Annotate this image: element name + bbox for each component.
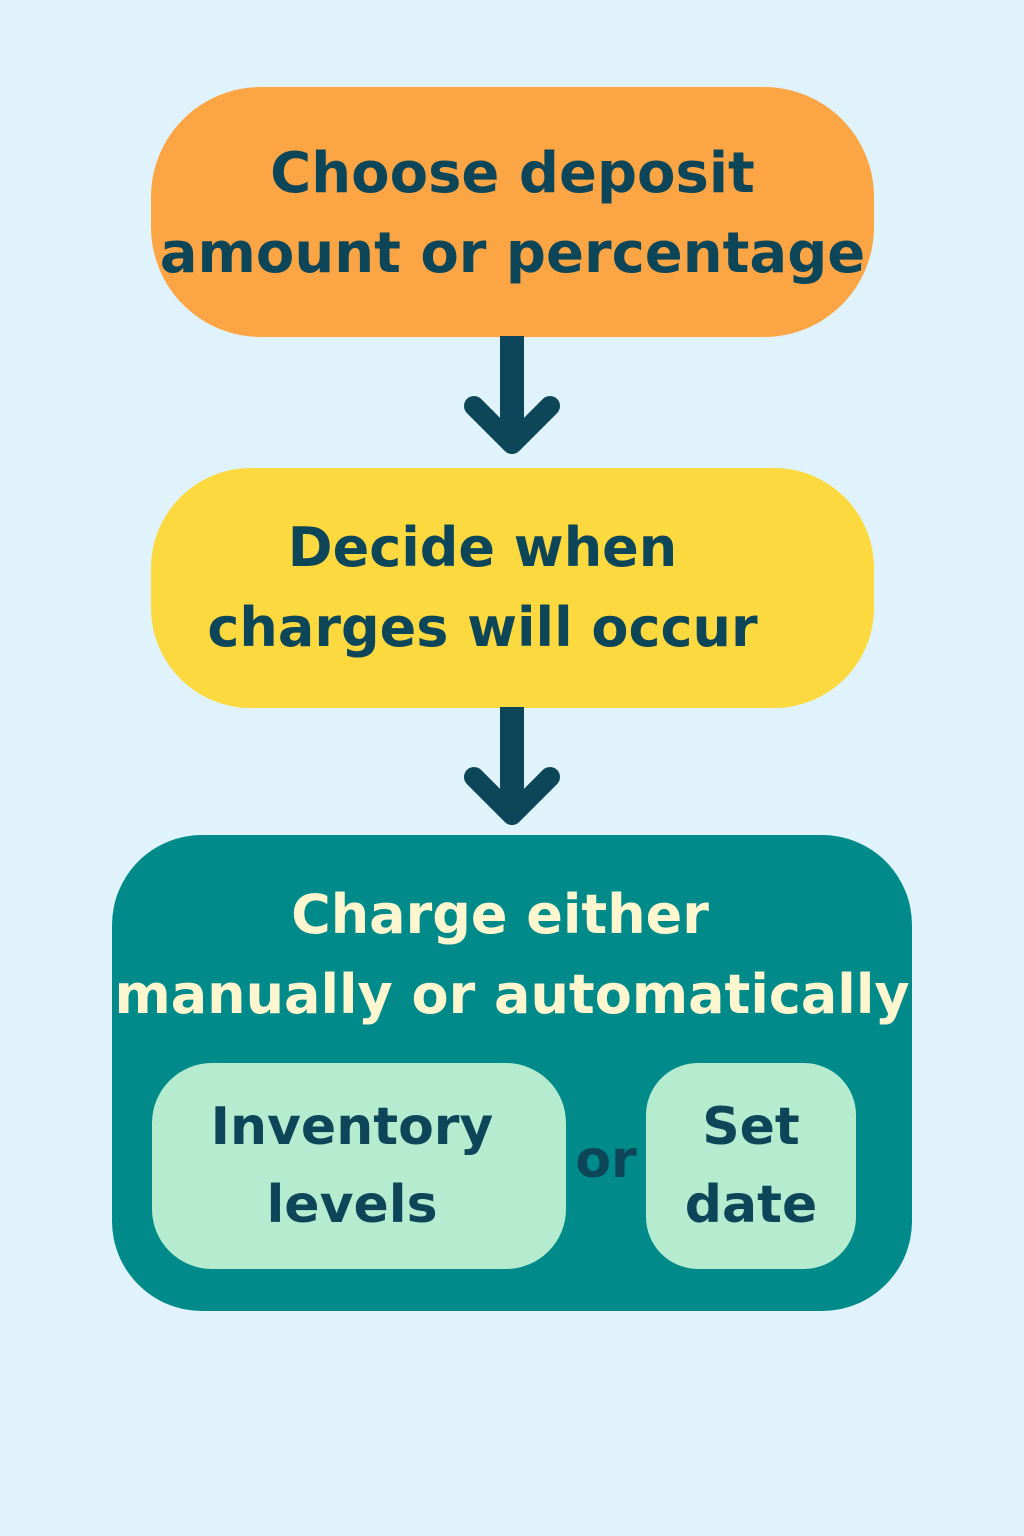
option-set-date: Set date [646,1063,856,1269]
step2-line-1: Decide when [287,516,678,579]
step1-line-2: amount or percentage [159,221,866,286]
step-decide-when: Decide when charges will occur [151,468,874,708]
option-date-line-2: date [684,1175,818,1235]
down-arrow-icon [464,707,560,825]
step3-line-1: Charge either [291,883,709,946]
option-inventory-line-2: levels [266,1175,438,1235]
option-inventory-line-1: Inventory [210,1097,494,1157]
down-arrow-icon [464,336,560,454]
step3-title: Charge either manually or automatically [112,875,912,1035]
step-choose-deposit: Choose deposit amount or percentage [151,87,874,337]
option-date-line-1: Set [702,1097,800,1157]
or-connector: or [575,1130,637,1190]
step1-line-1: Choose deposit [270,141,755,206]
step2-line-2: charges will occur [207,596,758,659]
option-inventory-levels: Inventory levels [152,1063,566,1269]
step-charge-method: Charge either manually or automatically … [112,835,912,1311]
step3-line-2: manually or automatically [114,963,910,1026]
